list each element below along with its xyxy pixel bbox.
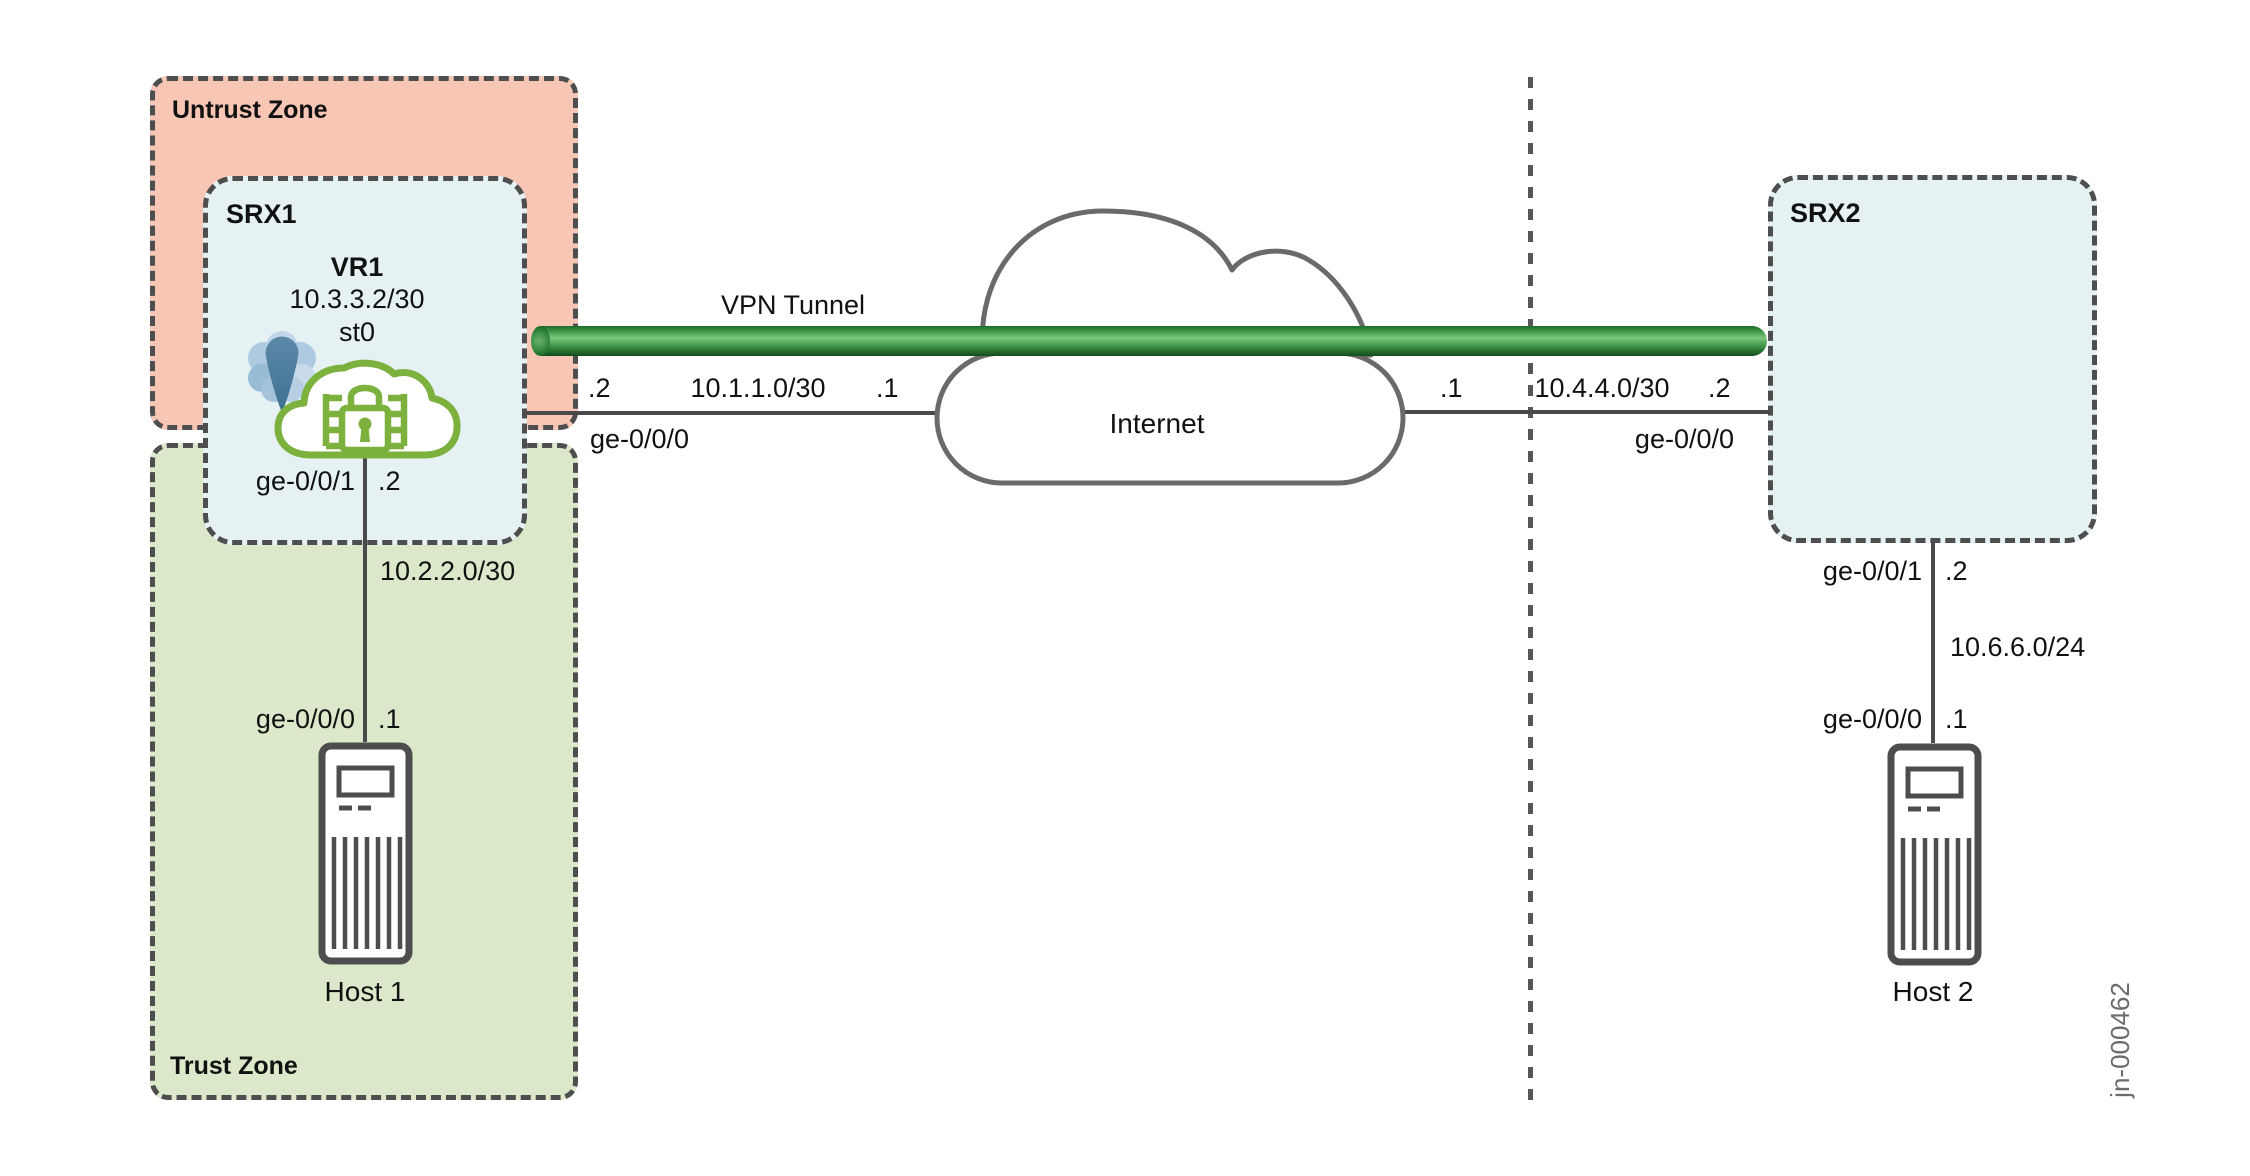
- brick-wall-icon: [322, 384, 408, 454]
- ip-end-label: .2: [1708, 373, 1731, 403]
- device-label-host1: Host 1: [324, 976, 406, 1007]
- zone-label-trust: Trust Zone: [170, 1052, 298, 1080]
- ip-end-label: .1: [1945, 704, 1968, 734]
- vpn-tunnel-tube: [541, 326, 1767, 356]
- ip-end-label: .1: [1440, 373, 1463, 403]
- vr-ip-label: 10.3.3.2/30: [289, 284, 425, 314]
- vpn-tunnel-end-cap: [531, 326, 550, 356]
- internet-cloud: [934, 208, 1406, 486]
- subnet-label: 10.2.2.0/30: [380, 556, 516, 586]
- device-label-host2: Host 2: [1892, 976, 1974, 1007]
- subnet-label: 10.1.1.0/30: [690, 373, 826, 403]
- site-separator-dashed-line: [1528, 77, 1533, 1100]
- interface-label: ge-0/0/1: [255, 466, 355, 496]
- virtual-router-icon: [248, 331, 316, 411]
- interface-label: ge-0/0/0: [1822, 704, 1922, 734]
- vr-label: VR1: [330, 252, 384, 282]
- link-line-srx1-host1: [363, 450, 367, 742]
- link-line-srx1-internet: [527, 411, 942, 415]
- vpn-tunnel-label: VPN Tunnel: [720, 290, 866, 320]
- ip-end-label: .1: [378, 704, 401, 734]
- interface-label: ge-0/0/0: [1634, 424, 1734, 454]
- figure-id: jn-000462: [2105, 982, 2135, 1098]
- interface-label: ge-0/0/0: [590, 424, 690, 454]
- ip-end-label: .1: [876, 373, 899, 403]
- interface-label: ge-0/0/0: [255, 704, 355, 734]
- padlock-shackle-icon: [347, 384, 383, 408]
- ip-end-label: .2: [1945, 556, 1968, 586]
- zone-label-untrust: Untrust Zone: [172, 96, 328, 124]
- internet-label: Internet: [1109, 408, 1205, 439]
- device-label-srx1: SRX1: [226, 199, 297, 229]
- st0-interface-label: st0: [338, 317, 376, 347]
- srx2-box: [1768, 175, 2097, 543]
- link-line-srx2-host2: [1931, 541, 1935, 743]
- link-line-internet-srx2: [1398, 410, 1770, 414]
- server-icon: [1887, 743, 1982, 966]
- ip-end-label: .2: [378, 466, 401, 496]
- secure-tunnel-cloud-icon: [274, 359, 461, 459]
- ip-end-label: .2: [588, 373, 611, 403]
- device-label-srx2: SRX2: [1790, 198, 1861, 228]
- subnet-label: 10.4.4.0/30: [1534, 373, 1670, 403]
- subnet-label: 10.6.6.0/24: [1950, 632, 2086, 662]
- interface-label: ge-0/0/1: [1822, 556, 1922, 586]
- server-icon: [318, 742, 413, 965]
